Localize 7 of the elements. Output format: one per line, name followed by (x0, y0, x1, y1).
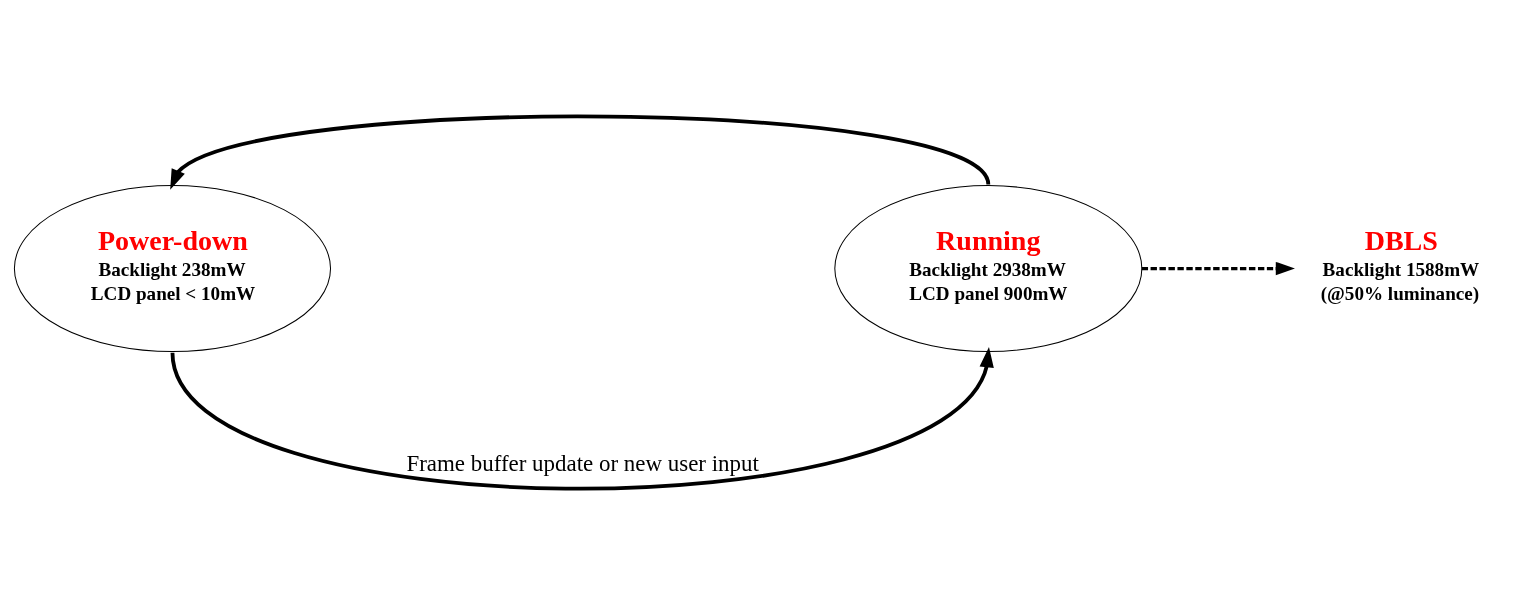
arrow (170, 114, 990, 190)
edge-label: Frame buffer update or new user input (406, 450, 759, 476)
node-ellipse: Power-down Backlight 238mW LCD panel < 10mW (13, 185, 332, 353)
arrow (1141, 261, 1295, 276)
node-text: DBLS Backlight 1588mW (@50% luminance) (1320, 225, 1480, 305)
node-ellipse: Running Backlight 2938mW LCD panel 900mW (834, 185, 1143, 353)
arrow (170, 346, 994, 491)
